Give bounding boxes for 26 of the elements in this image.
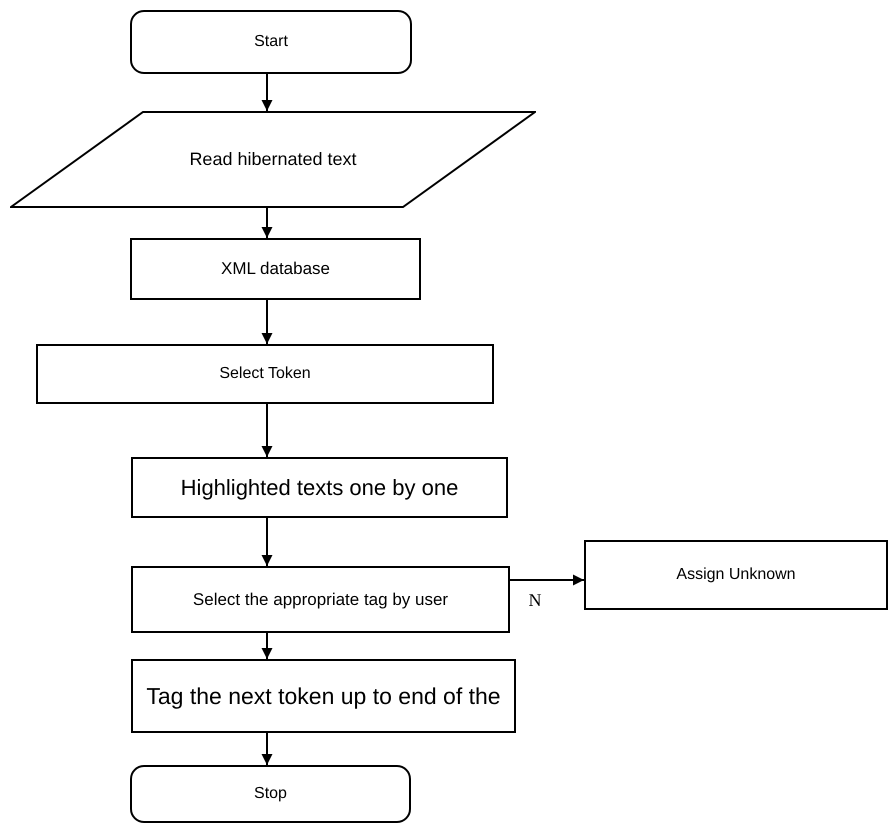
process-box xyxy=(36,344,494,404)
terminal-box xyxy=(130,10,412,74)
arrow xyxy=(510,574,584,586)
node-text: Assign Unknown xyxy=(676,565,796,585)
node-text: XML database xyxy=(221,258,330,280)
arrow xyxy=(262,733,272,765)
process-box xyxy=(131,457,508,518)
edge-label: N xyxy=(526,591,544,609)
node-text: Highlighted texts one by one xyxy=(180,474,458,502)
node-text: Tag the next token up to end of the xyxy=(146,682,501,710)
node-text: Select the appropriate tag by user xyxy=(192,588,448,610)
arrow xyxy=(262,633,272,659)
node-text: Select Token xyxy=(219,364,311,384)
arrow xyxy=(262,208,272,238)
process-box xyxy=(130,238,421,300)
arrow xyxy=(262,518,272,566)
arrow xyxy=(262,74,272,111)
node-text: Start xyxy=(254,32,288,52)
terminal-box xyxy=(130,765,411,823)
arrow xyxy=(262,404,272,457)
arrow xyxy=(262,300,272,344)
process-box xyxy=(584,540,888,610)
process-box xyxy=(131,659,516,733)
process-box xyxy=(131,566,510,633)
node-text: Read hibernated text xyxy=(189,148,357,171)
node-text: Stop xyxy=(254,784,287,804)
